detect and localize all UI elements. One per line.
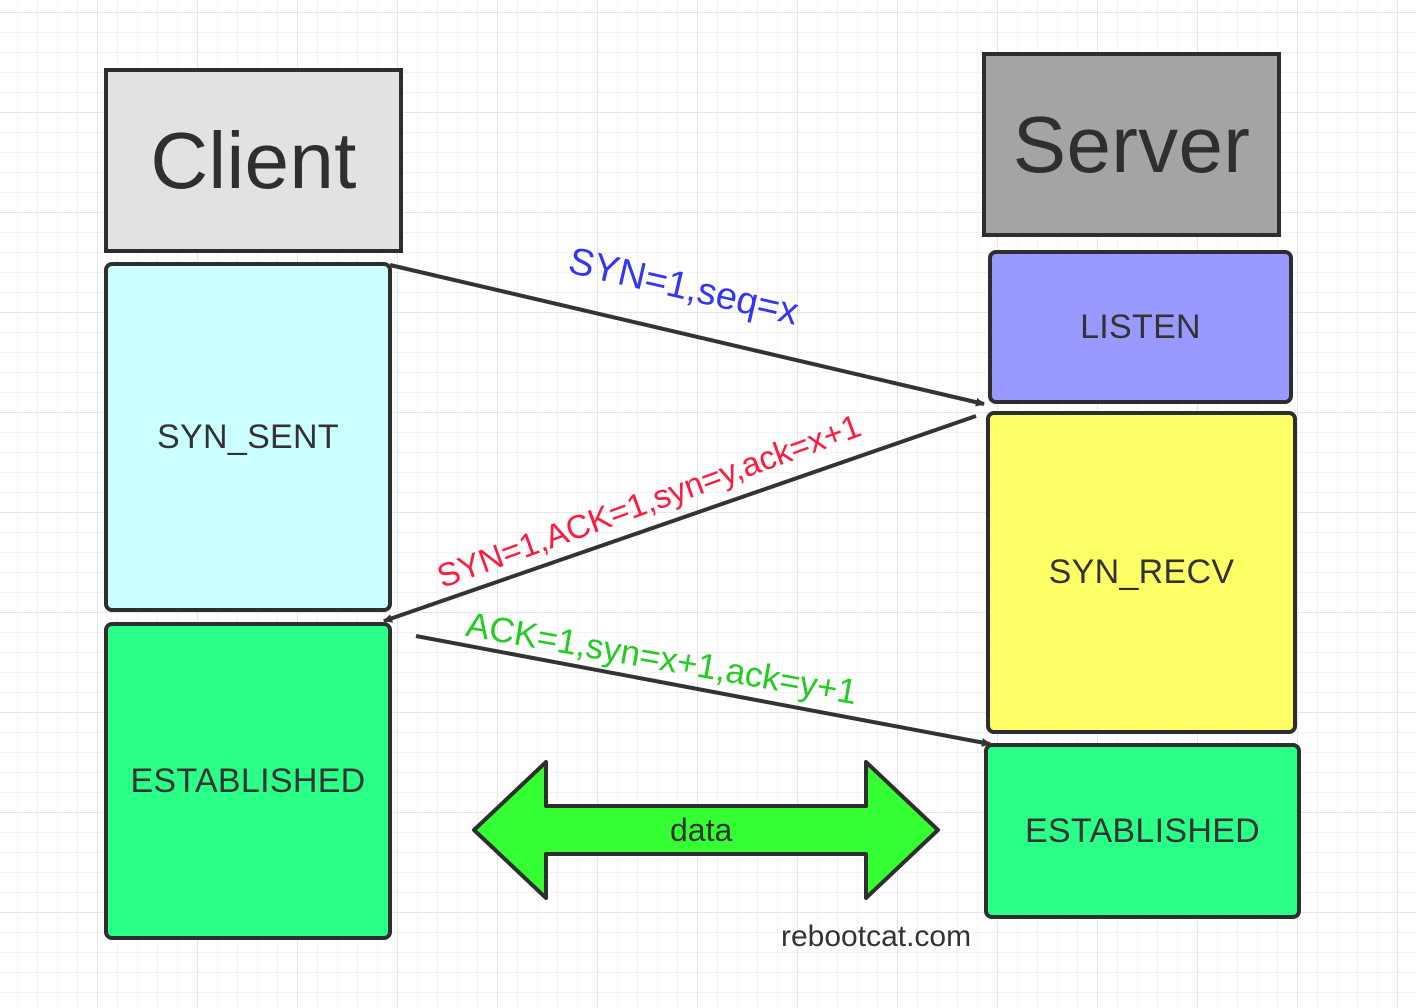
- data-double-arrow: [472, 760, 940, 900]
- client-title: Client: [150, 115, 357, 205]
- server-state-syn-recv: SYN_RECV: [986, 411, 1297, 734]
- data-arrow-label: data: [670, 812, 733, 848]
- ack-arrow: [415, 634, 991, 747]
- server-state-listen-label: LISTEN: [1080, 307, 1201, 346]
- server-state-syn-recv-label: SYN_RECV: [1048, 553, 1235, 591]
- client-state-syn-sent: SYN_SENT: [104, 262, 392, 612]
- syn-ack-arrow: [383, 414, 977, 623]
- syn-arrow: [389, 263, 985, 407]
- server-state-established: ESTABLISHED: [984, 743, 1301, 919]
- watermark: rebootcat.com: [781, 920, 972, 953]
- client-state-syn-sent-label: SYN_SENT: [157, 417, 339, 456]
- server-state-listen: LISTEN: [988, 250, 1293, 404]
- client-state-established-label: ESTABLISHED: [130, 761, 366, 800]
- client-state-established: ESTABLISHED: [104, 622, 392, 940]
- server-title: Server: [1012, 99, 1251, 189]
- client-header: Client: [104, 68, 403, 253]
- server-state-established-label: ESTABLISHED: [1024, 811, 1261, 850]
- server-header: Server: [982, 52, 1281, 237]
